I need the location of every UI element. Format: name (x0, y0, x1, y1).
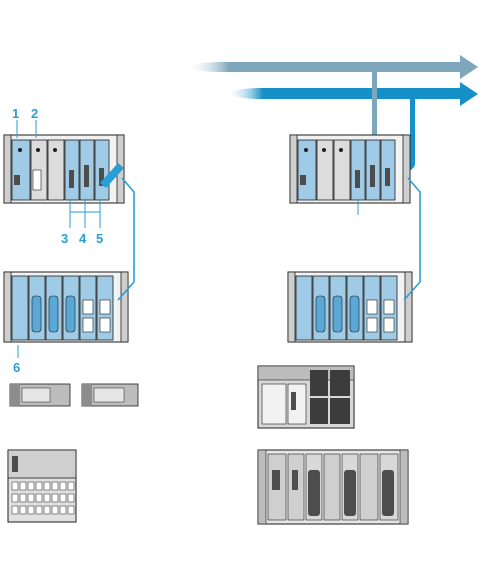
plc-rack-left (4, 135, 124, 203)
power-supply-module-1 (10, 384, 70, 406)
callout-5: 5 (96, 231, 103, 246)
io-module-left (8, 450, 76, 522)
large-rack-right (258, 450, 408, 524)
callout-3: 3 (61, 231, 68, 246)
compact-controller-right (258, 366, 354, 428)
callout-2: 2 (31, 106, 38, 121)
expansion-rack-left (4, 272, 128, 342)
callout-4: 4 (79, 231, 87, 246)
expansion-rack-right (288, 272, 412, 342)
network-arrow-icon (185, 55, 478, 79)
network-arrow-icon (225, 82, 478, 106)
callout-6: 6 (13, 360, 20, 375)
power-supply-module-2 (82, 384, 138, 406)
callout-1: 1 (12, 106, 19, 121)
plc-rack-right (290, 135, 410, 203)
